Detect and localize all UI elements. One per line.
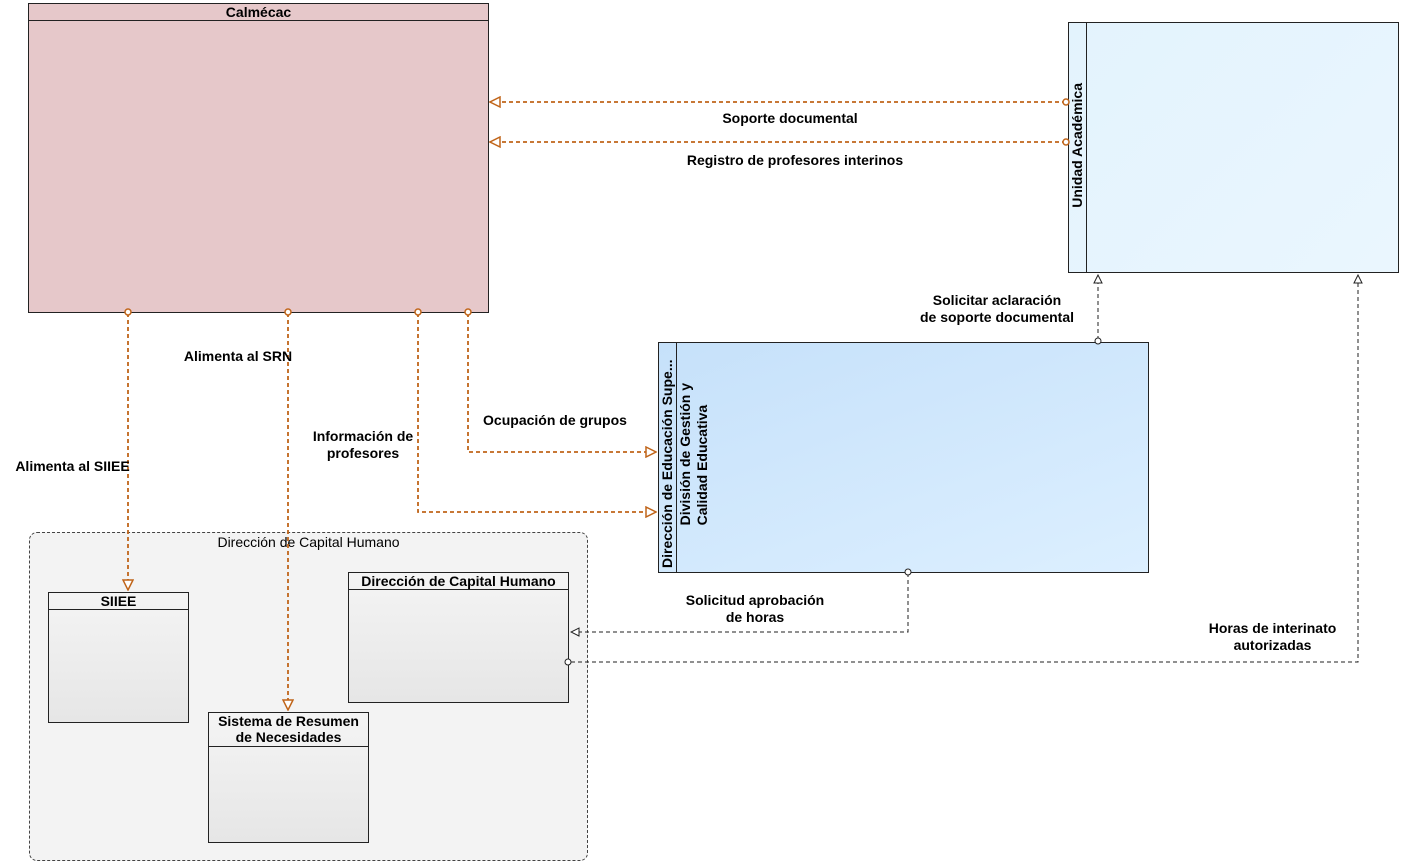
port-registro-profesores [1062,138,1070,146]
label-registro-profesores: Registro de profesores interinos [686,152,904,168]
calmecac-title: Calmécac [29,4,488,21]
srn-box[interactable]: Sistema de Resumen de Necesidades [208,712,369,843]
flow-informacion-profesores[interactable] [417,313,656,512]
port-solicitar-aclaracion [1094,337,1102,345]
siiee-title: SIIEE [49,593,188,610]
label-alimenta-srn: Alimenta al SRN [183,348,293,364]
label-solicitar-aclaracion: Solicitar aclaración de soporte document… [919,292,1075,325]
unidad-academica-box[interactable]: Unidad Académica [1068,22,1399,273]
unidad-academica-title-band [1069,23,1087,272]
flow-solicitud-aprobacion[interactable] [571,573,909,632]
port-solicitud-aprobacion [904,568,912,576]
division-gestion-title-band [659,343,677,572]
dch-box[interactable]: Dirección de Capital Humano [348,572,569,703]
port-horas-interinato [564,658,572,666]
label-horas-interinato: Horas de interinato autorizadas [1208,620,1337,653]
flow-ocupacion-grupos[interactable] [467,313,656,452]
division-gestion-box[interactable]: Dirección de Educación Supe... División … [658,342,1149,573]
calmecac-box[interactable]: Calmécac [28,3,489,313]
label-ocupacion-grupos: Ocupación de grupos [483,412,627,428]
capital-humano-group-title: Dirección de Capital Humano [217,534,400,550]
port-alimenta-srn [284,308,292,316]
port-informacion-profesores [414,308,422,316]
port-alimenta-siiee [124,308,132,316]
label-informacion-profesores: Información de profesores [312,428,414,461]
siiee-box[interactable]: SIIEE [48,592,189,723]
port-soporte-documental [1062,98,1070,106]
dch-title: Dirección de Capital Humano [349,573,568,590]
label-alimenta-siiee: Alimenta al SIIEE [15,458,130,474]
srn-title: Sistema de Resumen de Necesidades [209,713,368,747]
label-soporte-documental: Soporte documental [722,110,858,126]
flow-horas-interinato[interactable] [571,275,1358,663]
port-ocupacion-grupos [464,308,472,316]
label-solicitud-aprobacion: Solicitud aprobación de horas [685,592,825,625]
